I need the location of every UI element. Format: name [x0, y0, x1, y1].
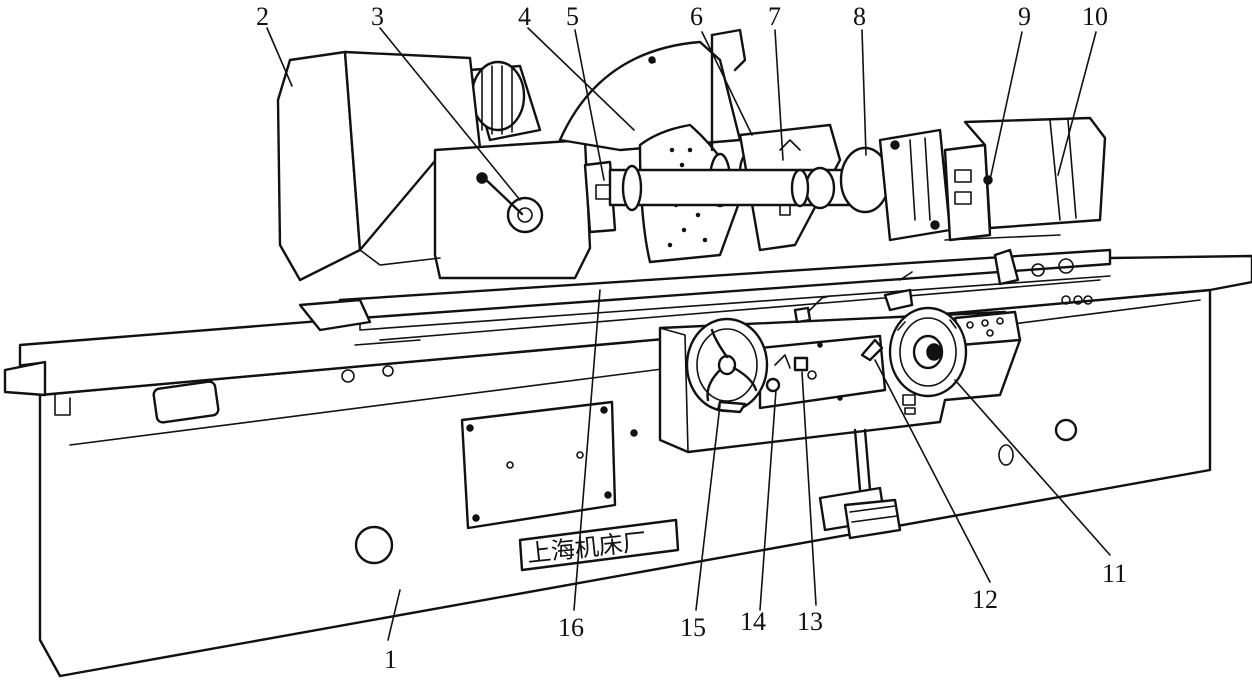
headstock-dial: [506, 196, 544, 234]
callout-10: 10: [1082, 2, 1108, 31]
callout-8: 8: [853, 2, 866, 31]
access-panel: [460, 400, 617, 530]
callout-15: 15: [680, 613, 706, 642]
callout-16: 16: [558, 613, 584, 642]
callout-13: 13: [797, 607, 823, 636]
wheel-head: [558, 28, 862, 264]
lever-12: [860, 338, 884, 362]
handwheel-11: [888, 306, 968, 415]
callout-5: 5: [566, 2, 579, 31]
control-panel: [658, 271, 1022, 454]
callout-14: 14: [740, 607, 766, 636]
switch-13: [793, 356, 809, 372]
callout-11: 11: [1102, 559, 1127, 588]
handwheel-15: [685, 317, 769, 414]
callout-9: 9: [1018, 2, 1031, 31]
callout-1: 1: [384, 645, 397, 674]
work-table: [298, 248, 1112, 346]
knob-14: [765, 377, 781, 393]
leader-lines: [266, 27, 1111, 641]
callout-2: 2: [256, 2, 269, 31]
callout-4: 4: [518, 2, 531, 31]
foot-pedal: [818, 428, 902, 540]
callout-12: 12: [972, 585, 998, 614]
callout-7: 7: [768, 2, 781, 31]
callout-6: 6: [690, 2, 703, 31]
callout-labels: 1 2 3 4 5 6 7 8 9 10 11 12 13 14 15 16: [256, 2, 1127, 674]
callout-3: 3: [371, 2, 384, 31]
headstock: [276, 50, 617, 282]
bed-hole: [354, 525, 394, 565]
